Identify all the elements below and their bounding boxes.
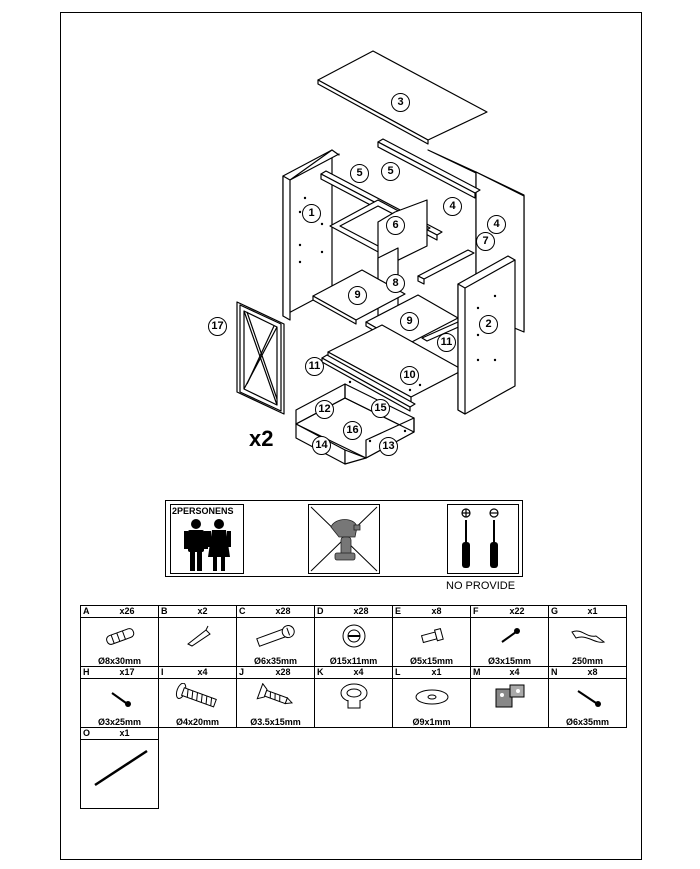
persons-label: 2PERSONENS [172, 506, 234, 516]
hardware-image [392, 678, 471, 717]
hardware-size: Ø4x20mm [158, 717, 237, 728]
part-number: 1 [302, 204, 321, 223]
no-power-drill-icon [310, 506, 378, 572]
part-number: 6 [386, 216, 405, 235]
wooden-dowel-icon [105, 628, 134, 645]
part-number: 12 [315, 400, 334, 419]
hardware-image [548, 678, 627, 717]
part-number: 4 [487, 215, 506, 234]
hardware-size: Ø9x1mm [392, 717, 471, 728]
part-number: 11 [437, 333, 456, 352]
part-number: 5 [381, 162, 400, 181]
hardware-image [80, 617, 159, 656]
table-empty [159, 728, 627, 740]
hardware-image [392, 617, 471, 656]
hardware-size [80, 798, 159, 809]
part-number: 14 [312, 436, 331, 455]
part-number: 3 [391, 93, 410, 112]
part-number: 10 [400, 366, 419, 385]
part-number: 9 [348, 286, 367, 305]
table-empty [159, 798, 627, 809]
hardware-image [80, 739, 159, 798]
hardware-image [158, 678, 237, 717]
hardware-size: Ø8x30mm [80, 656, 159, 667]
no-provide-label: NO PROVIDE [446, 580, 516, 592]
hardware-size: Ø3x25mm [80, 717, 159, 728]
right-side-panel [457, 255, 516, 415]
hardware-image [314, 678, 393, 717]
hardware-size: Ø3x15mm [470, 656, 549, 667]
hinge-icon [495, 684, 524, 708]
hardware-image [470, 617, 549, 656]
part-number: 17 [208, 317, 227, 336]
part-number: 15 [371, 399, 390, 418]
hardware-image [236, 678, 315, 717]
wood-screw-icon [110, 692, 131, 707]
part-number: 13 [379, 437, 398, 456]
hardware-size: Ø15x11mm [314, 656, 393, 667]
long-screw-icon [576, 690, 601, 707]
hardware-size [314, 717, 393, 728]
part-number: 8 [386, 274, 405, 293]
shelf-pin-icon [420, 627, 444, 644]
knob-icon [340, 683, 367, 709]
drawer-quantity-label: x2 [249, 426, 274, 451]
hardware-size: 250mm [548, 656, 627, 667]
hardware-image [158, 617, 237, 656]
part-number: 7 [476, 232, 495, 251]
requirements-box: 2PERSONENS [165, 500, 523, 577]
strap-icon [570, 630, 605, 643]
part-number: 4 [443, 197, 462, 216]
washer-icon [415, 689, 448, 705]
hardware-image [236, 617, 315, 656]
screwdrivers-icon [461, 508, 499, 568]
part-number: 2 [479, 315, 498, 334]
hardware-image [548, 617, 627, 656]
part-number: 16 [343, 421, 362, 440]
part-number: 9 [400, 312, 419, 331]
machine-bolt-icon [175, 682, 217, 708]
part-number: 5 [350, 164, 369, 183]
hardware-size: Ø6x35mm [548, 717, 627, 728]
no-drill-panel [308, 504, 380, 574]
two-persons-icon [184, 519, 231, 571]
hex-key-icon [186, 625, 211, 647]
hardware-size [158, 656, 237, 667]
flat-head-screw-icon [255, 682, 293, 705]
part-number: 11 [305, 357, 324, 376]
hardware-image [470, 678, 549, 717]
hardware-size: Ø3.5x15mm [236, 717, 315, 728]
hardware-size: Ø6x35mm [236, 656, 315, 667]
hardware-size [470, 717, 549, 728]
small-screw-icon [500, 628, 520, 643]
hardware-image [80, 678, 159, 717]
table-empty [159, 740, 627, 799]
hardware-size: Ø5x15mm [392, 656, 471, 667]
hardware-image [314, 617, 393, 656]
screwdrivers-panel [447, 504, 519, 574]
cam-lock-icon [342, 624, 365, 648]
two-persons-panel: 2PERSONENS [170, 504, 244, 574]
instruction-page [60, 12, 642, 860]
rod-icon [93, 749, 148, 787]
cam-bolt-icon [255, 625, 295, 647]
